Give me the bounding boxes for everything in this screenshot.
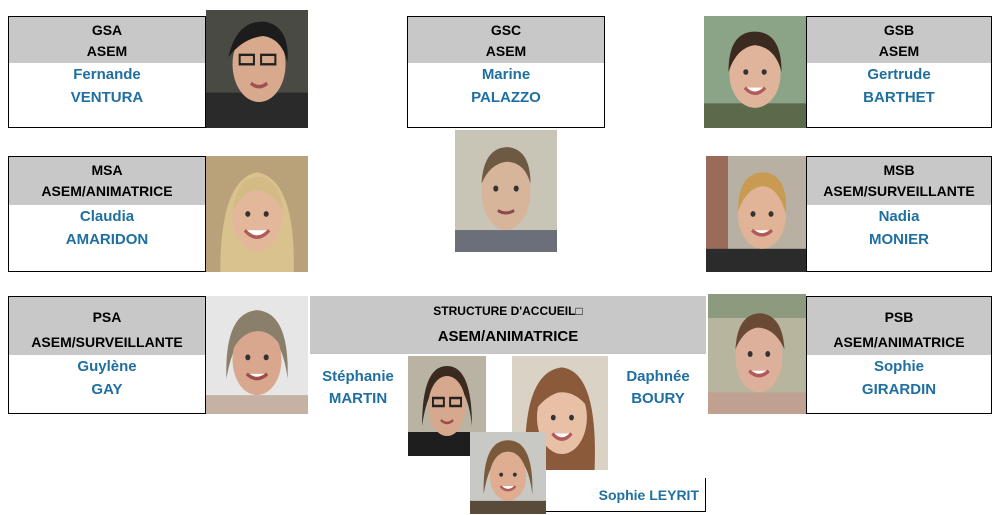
card-psb: PSB ASEM/ANIMATRICE Sophie GIRARDIN xyxy=(806,296,992,414)
card-header: MSA ASEM/ANIMATRICE xyxy=(9,157,205,205)
structure-title: STRUCTURE D'ACCUEIL□ xyxy=(433,304,583,318)
first-name: Fernande xyxy=(73,66,141,83)
last-name: BOURY xyxy=(631,390,685,407)
group-label: GSA xyxy=(91,22,123,38)
first-name: Marine xyxy=(481,66,531,83)
last-name: MONIER xyxy=(869,231,929,248)
structure-header: STRUCTURE D'ACCUEIL□ ASEM/ANIMATRICE xyxy=(310,296,706,354)
card-gsa: GSA ASEM Fernande VENTURA xyxy=(8,16,206,128)
group-label: GSC xyxy=(490,22,522,38)
card-gsc: GSC ASEM Marine PALAZZO xyxy=(407,16,605,128)
card-header: MSB ASEM/SURVEILLANTE xyxy=(807,157,991,205)
card-psa: PSA ASEM/SURVEILLANTE Guylène GAY xyxy=(8,296,206,414)
role-label: ASEM/SURVEILLANTE xyxy=(31,334,183,350)
portrait-photo-gay xyxy=(206,296,308,414)
name-martin: Stéphanie MARTIN xyxy=(312,366,404,410)
group-label: PSB xyxy=(884,309,914,325)
last-name: MARTIN xyxy=(328,390,388,407)
portrait-photo-monier xyxy=(706,156,806,272)
first-name: Stéphanie xyxy=(322,368,394,385)
role-label: ASEM/ANIMATRICE xyxy=(41,183,173,199)
last-name: GAY xyxy=(91,381,123,398)
card-header: GSC ASEM xyxy=(408,17,604,63)
group-label: MSA xyxy=(91,162,123,178)
role-label: ASEM/SURVEILLANTE xyxy=(823,183,975,199)
structure-role: ASEM/ANIMATRICE xyxy=(437,328,579,345)
name-leyrit: Sophie LEYRIT xyxy=(546,478,706,512)
card-msb: MSB ASEM/SURVEILLANTE Nadia MONIER xyxy=(806,156,992,272)
first-name: Daphnée xyxy=(626,368,690,385)
portrait-photo-leyrit xyxy=(470,432,546,514)
portrait-photo-palazzo xyxy=(455,130,557,252)
portrait-photo-amaridon xyxy=(206,156,308,272)
last-name: AMARIDON xyxy=(65,231,149,248)
first-name: Claudia xyxy=(79,208,135,225)
portrait-photo-girardin xyxy=(708,294,806,414)
group-label: GSB xyxy=(883,22,915,38)
last-name: PALAZZO xyxy=(471,89,541,106)
card-header: GSB ASEM xyxy=(807,17,991,63)
group-label: MSB xyxy=(883,162,915,178)
role-label: ASEM xyxy=(878,43,920,59)
card-msa: MSA ASEM/ANIMATRICE Claudia AMARIDON xyxy=(8,156,206,272)
role-label: ASEM/ANIMATRICE xyxy=(833,334,965,350)
first-name: Guylène xyxy=(77,358,137,375)
role-label: ASEM xyxy=(485,43,527,59)
group-label: PSA xyxy=(92,309,122,325)
portrait-photo-barthet xyxy=(704,16,806,128)
name-boury: Daphnée BOURY xyxy=(612,366,704,410)
last-name: VENTURA xyxy=(70,89,144,106)
card-header: PSA ASEM/SURVEILLANTE xyxy=(9,297,205,355)
first-name: Gertrude xyxy=(867,66,931,83)
card-gsb: GSB ASEM Gertrude BARTHET xyxy=(806,16,992,128)
portrait-photo-ventura xyxy=(206,10,308,128)
role-label: ASEM xyxy=(86,43,128,59)
first-name: Nadia xyxy=(878,208,920,225)
first-name: Sophie xyxy=(873,358,924,375)
last-name: BARTHET xyxy=(863,89,935,106)
last-name: GIRARDIN xyxy=(861,381,937,398)
card-header: GSA ASEM xyxy=(9,17,205,63)
card-header: PSB ASEM/ANIMATRICE xyxy=(807,297,991,355)
